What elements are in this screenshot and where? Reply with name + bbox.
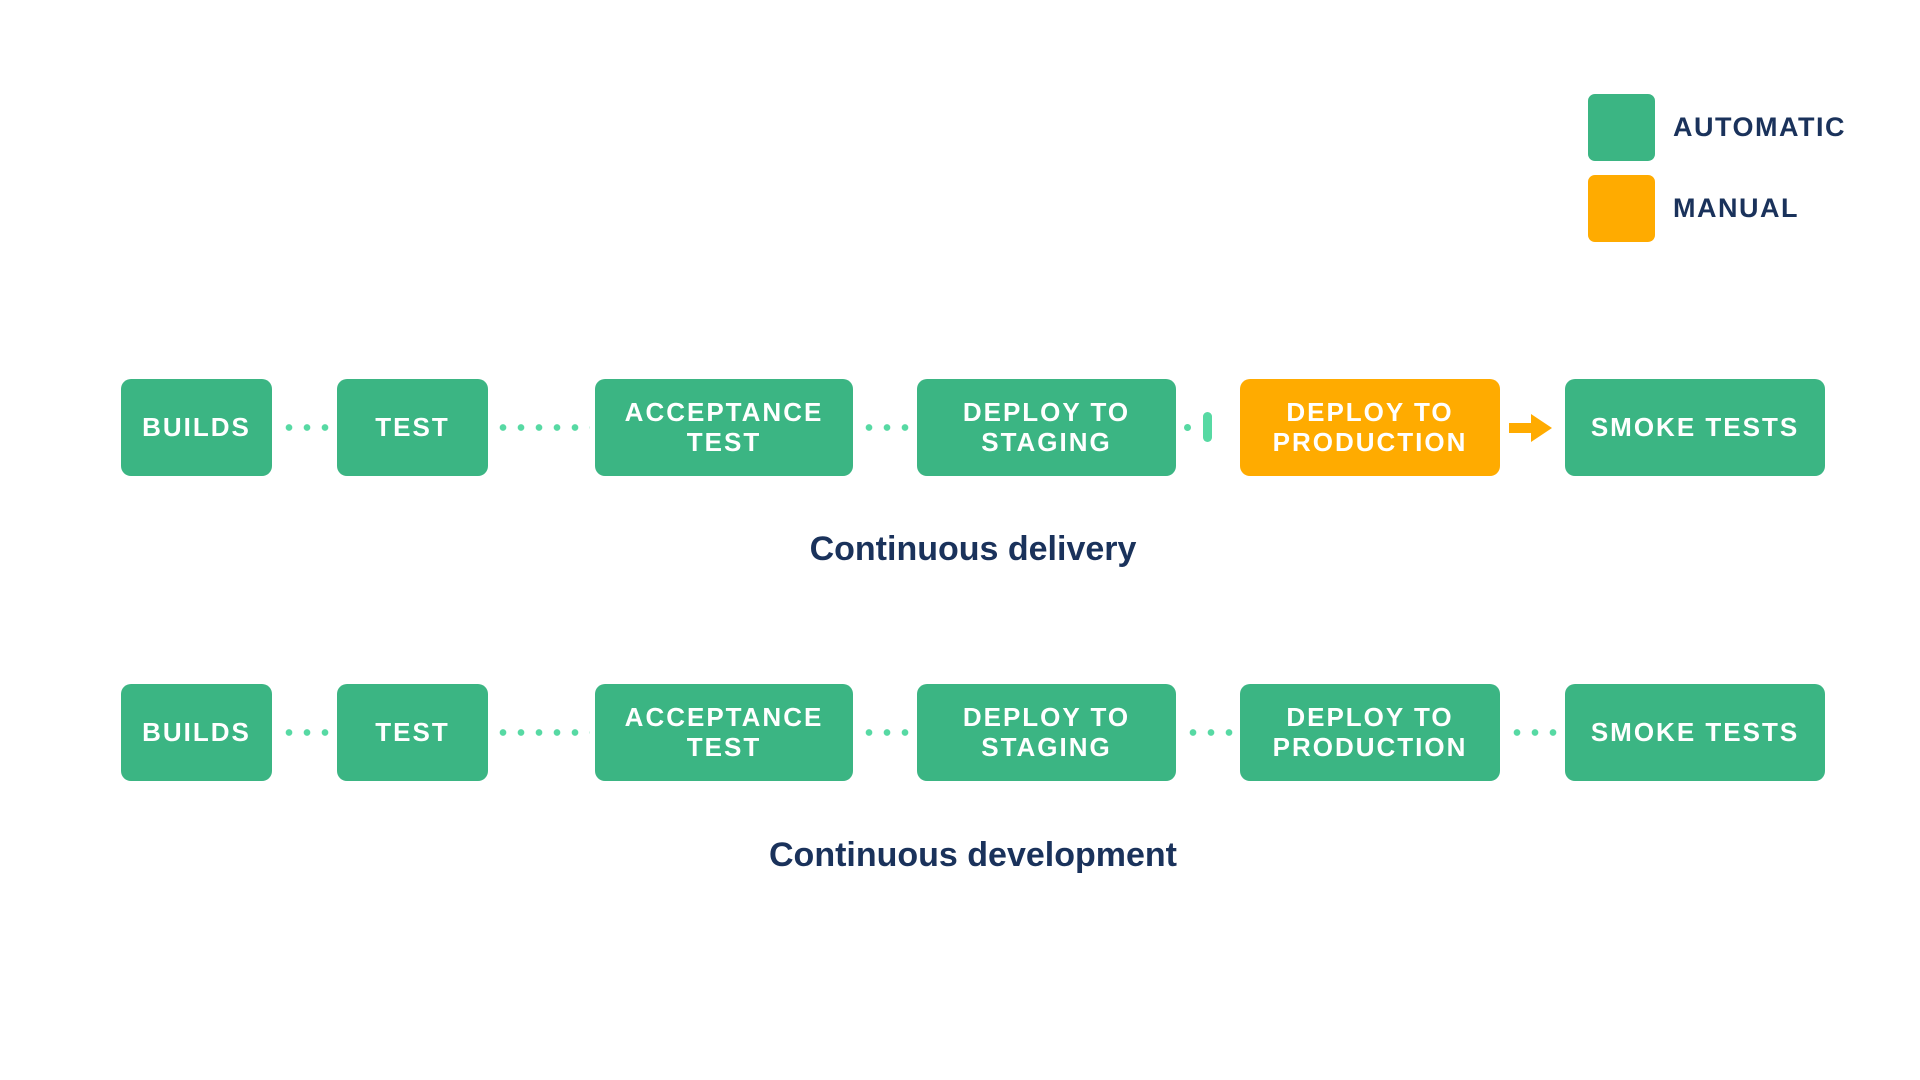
step-label: ACCEPTANCE TEST xyxy=(624,396,824,457)
step-label: DEPLOY TO STAGING xyxy=(962,701,1131,762)
arrow-shaft xyxy=(1509,423,1533,433)
legend-label-manual: MANUAL xyxy=(1673,193,1799,223)
step-test: TEST xyxy=(337,684,488,781)
step-deploy-to-staging: DEPLOY TO STAGING xyxy=(917,684,1176,781)
legend-swatch-manual xyxy=(1588,175,1655,242)
step-label: DEPLOY TO PRODUCTION xyxy=(1272,396,1468,457)
pipeline-caption: Continuous delivery xyxy=(809,530,1137,568)
dotted-connector xyxy=(494,424,590,431)
dotted-connector xyxy=(1508,729,1561,736)
step-builds: BUILDS xyxy=(121,684,272,781)
dotted-connector xyxy=(494,729,590,736)
dotted-connector xyxy=(280,729,332,736)
legend-swatch-automatic xyxy=(1588,94,1655,161)
step-acceptance-test: ACCEPTANCE TEST xyxy=(595,379,853,476)
step-label: DEPLOY TO PRODUCTION xyxy=(1272,701,1468,762)
step-builds: BUILDS xyxy=(121,379,272,476)
step-label: ACCEPTANCE TEST xyxy=(624,701,824,762)
pause-bar-icon xyxy=(1203,412,1212,442)
arrow-head xyxy=(1531,414,1552,442)
step-label: BUILDS xyxy=(142,716,251,747)
dotted-connector xyxy=(860,729,912,736)
dotted-connector xyxy=(860,424,912,431)
legend-label-automatic: AUTOMATIC xyxy=(1673,112,1846,142)
step-acceptance-test: ACCEPTANCE TEST xyxy=(595,684,853,781)
step-label: SMOKE TESTS xyxy=(1590,716,1800,747)
pause-dot-icon xyxy=(1184,424,1191,431)
step-deploy-to-staging: DEPLOY TO STAGING xyxy=(917,379,1176,476)
step-label: BUILDS xyxy=(142,411,251,442)
step-test: TEST xyxy=(337,379,488,476)
step-deploy-to-production: DEPLOY TO PRODUCTION xyxy=(1240,379,1500,476)
step-smoke-tests: SMOKE TESTS xyxy=(1565,684,1825,781)
step-label: TEST xyxy=(375,716,450,747)
step-smoke-tests: SMOKE TESTS xyxy=(1565,379,1825,476)
step-label: TEST xyxy=(375,411,450,442)
pipeline-caption: Continuous development xyxy=(769,836,1177,874)
step-label: DEPLOY TO STAGING xyxy=(962,396,1131,457)
step-label: SMOKE TESTS xyxy=(1590,411,1800,442)
dotted-connector xyxy=(1184,729,1236,736)
dotted-connector xyxy=(280,424,332,431)
step-deploy-to-production: DEPLOY TO PRODUCTION xyxy=(1240,684,1500,781)
